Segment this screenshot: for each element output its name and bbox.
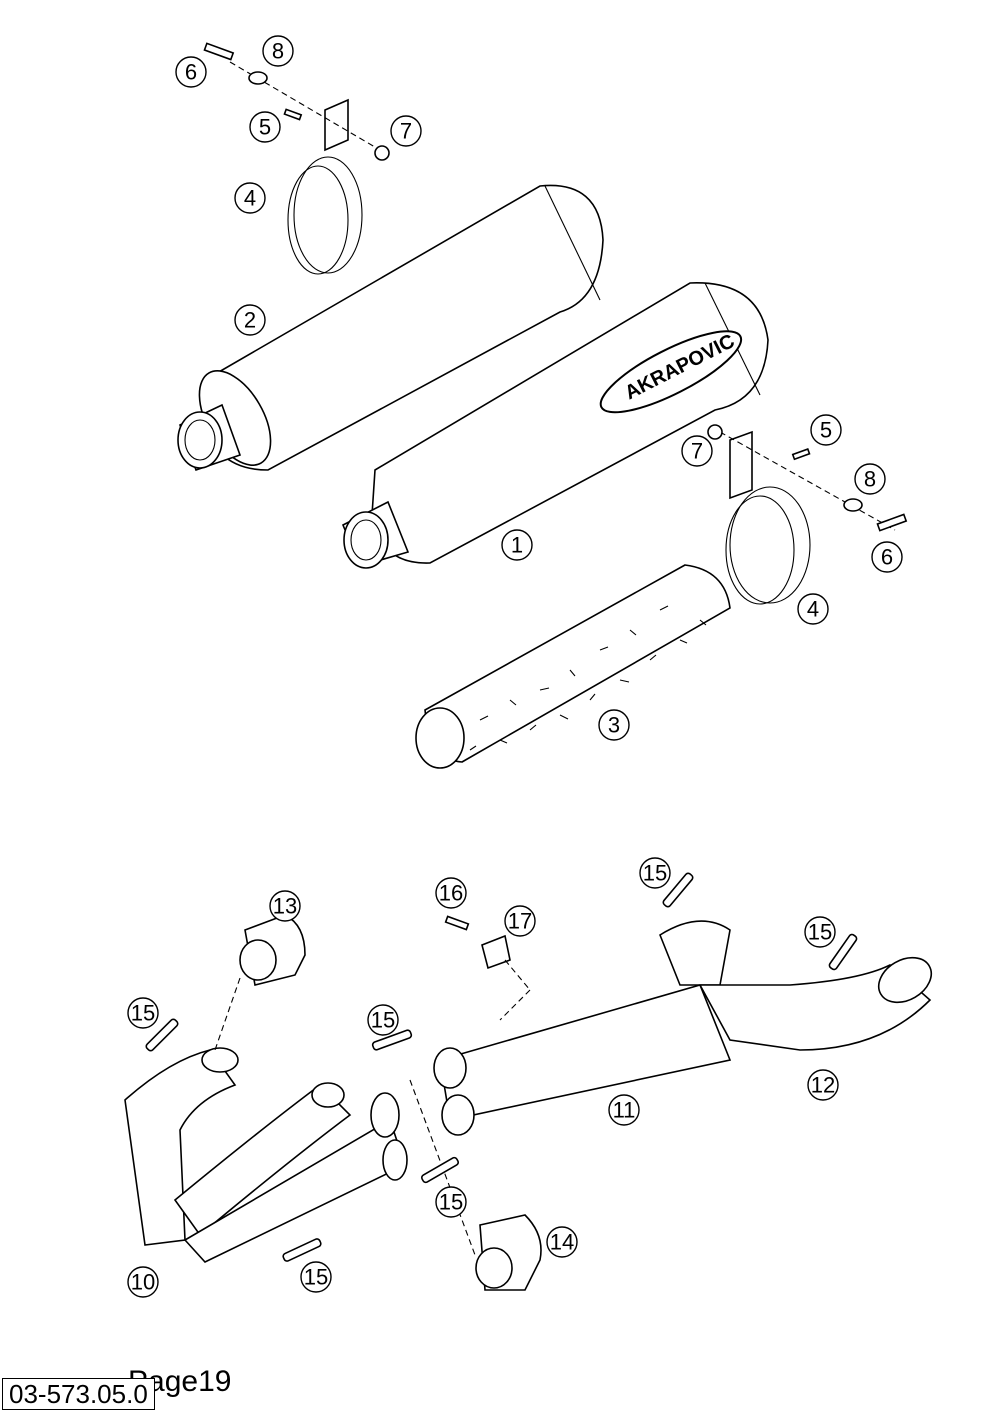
flange-13 bbox=[214, 914, 306, 1051]
svg-text:3: 3 bbox=[608, 713, 620, 738]
svg-text:8: 8 bbox=[864, 467, 876, 492]
svg-text:12: 12 bbox=[811, 1073, 835, 1098]
screw-16-bracket-17 bbox=[444, 915, 531, 1021]
flange-14 bbox=[409, 1079, 542, 1291]
callout-5-upper: 5 bbox=[249, 111, 281, 143]
document-code: 03-573.05.0 bbox=[2, 1378, 155, 1410]
callout-6-lower: 6 bbox=[871, 541, 903, 573]
svg-text:6: 6 bbox=[881, 545, 893, 570]
callout-8-upper: 8 bbox=[262, 35, 294, 67]
callout-2: 2 bbox=[234, 304, 266, 336]
callout-8-lower: 8 bbox=[854, 463, 886, 495]
svg-text:10: 10 bbox=[131, 1270, 155, 1295]
svg-text:15: 15 bbox=[304, 1265, 328, 1290]
svg-text:13: 13 bbox=[273, 894, 297, 919]
callout-7-lower: 7 bbox=[681, 435, 713, 467]
muffler-1: AKRAPOVIC bbox=[341, 282, 769, 569]
svg-text:5: 5 bbox=[820, 418, 832, 443]
svg-text:7: 7 bbox=[400, 119, 412, 144]
callout-1: 1 bbox=[501, 529, 533, 561]
svg-text:15: 15 bbox=[643, 861, 667, 886]
svg-text:5: 5 bbox=[259, 115, 271, 140]
clamp-4-upper bbox=[203, 42, 390, 275]
callout-3: 3 bbox=[598, 709, 630, 741]
muffler-2 bbox=[177, 184, 604, 472]
svg-text:7: 7 bbox=[691, 439, 703, 464]
springs-15 bbox=[145, 872, 858, 1262]
callout-7-upper: 7 bbox=[390, 115, 422, 147]
callout-15-f: 15 bbox=[300, 1261, 332, 1293]
callout-11: 11 bbox=[608, 1094, 640, 1126]
svg-text:15: 15 bbox=[439, 1190, 463, 1215]
svg-text:1: 1 bbox=[511, 533, 523, 558]
callout-15-b: 15 bbox=[367, 1004, 399, 1036]
callout-14: 14 bbox=[546, 1226, 578, 1258]
callout-6-upper: 6 bbox=[175, 56, 207, 88]
clamp-4-lower bbox=[707, 424, 908, 605]
header-11 bbox=[433, 920, 732, 1136]
svg-text:11: 11 bbox=[613, 1098, 636, 1123]
svg-text:8: 8 bbox=[272, 39, 284, 64]
svg-text:4: 4 bbox=[244, 186, 256, 211]
callout-17: 17 bbox=[504, 905, 536, 937]
insulation-tube-3 bbox=[415, 564, 731, 769]
callout-4-upper: 4 bbox=[234, 182, 266, 214]
svg-text:4: 4 bbox=[807, 597, 819, 622]
callout-15-a: 15 bbox=[127, 997, 159, 1029]
svg-text:15: 15 bbox=[371, 1008, 395, 1033]
callout-13: 13 bbox=[269, 890, 301, 922]
svg-text:17: 17 bbox=[508, 909, 532, 934]
callout-15-e: 15 bbox=[435, 1186, 467, 1218]
svg-text:6: 6 bbox=[185, 60, 197, 85]
callout-15-d: 15 bbox=[804, 916, 836, 948]
callout-5-lower: 5 bbox=[810, 414, 842, 446]
header-12 bbox=[698, 956, 933, 1051]
svg-text:15: 15 bbox=[131, 1001, 155, 1026]
svg-text:2: 2 bbox=[244, 308, 256, 333]
callout-10: 10 bbox=[127, 1266, 159, 1298]
svg-text:14: 14 bbox=[550, 1230, 574, 1255]
callout-4-lower: 4 bbox=[797, 593, 829, 625]
svg-text:15: 15 bbox=[808, 920, 832, 945]
svg-text:16: 16 bbox=[439, 881, 463, 906]
header-10 bbox=[124, 1047, 408, 1263]
akrapovic-logo: AKRAPOVIC bbox=[599, 330, 743, 414]
callout-16: 16 bbox=[435, 877, 467, 909]
callout-12: 12 bbox=[807, 1069, 839, 1101]
callout-15-c: 15 bbox=[639, 857, 671, 889]
